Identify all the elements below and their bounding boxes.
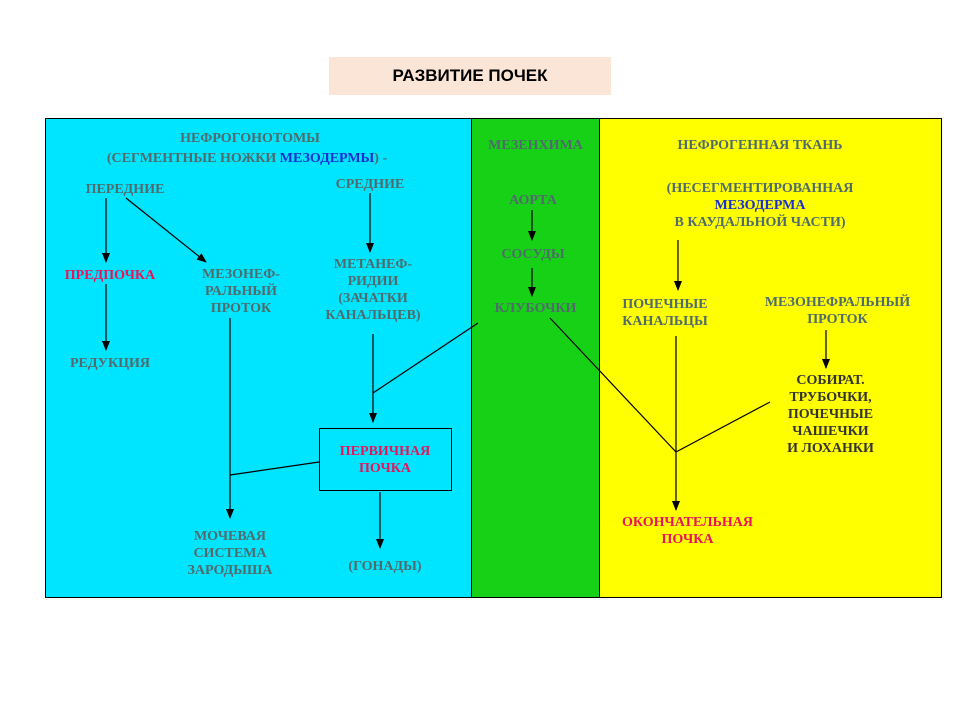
arrow-anterior-mesonephric (125, 197, 207, 263)
primary-kidney-label: ПЕРВИЧНАЯ ПОЧКА (325, 443, 445, 477)
anterior-label: ПЕРЕДНИЕ (85, 182, 165, 197)
primary-kidney-line1: ПЕРВИЧНАЯ (339, 444, 431, 459)
final-kidney-line2: ПОЧКА (661, 532, 714, 547)
final-kidney-label: ОКОНЧАТЕЛЬНАЯ ПОЧКА (600, 514, 775, 548)
urinary-line2: СИСТЕМА (193, 546, 267, 561)
meso-duct2-line1: МЕЗОНЕФРАЛЬНЫЙ (764, 295, 911, 310)
nephrotomes-line2-part3: ) - (374, 151, 388, 166)
renal-tubules-line2: КАНАЛЬЦЫ (622, 314, 708, 329)
nephrotomes-line2-part1: (СЕГМЕНТНЫЕ НОЖКИ (106, 151, 280, 166)
renal-tubules-label: ПОЧЕЧНЫЕ КАНАЛЬЦЫ (600, 296, 730, 330)
collecting-line2: ТРУБОЧКИ, (789, 390, 872, 405)
middle-label: СРЕДНИЕ (335, 177, 405, 192)
nephrotomes-label: НЕФРОГОНОТОМЫ (150, 130, 350, 147)
mesonephric-duct2-label: МЕЗОНЕФРАЛЬНЫЙ ПРОТОК (740, 294, 935, 328)
metanephridia-line3: (ЗАЧАТКИ (338, 291, 408, 306)
nephrogenic-line4: В КАУДАЛЬНОЙ ЧАСТИ) (674, 215, 846, 230)
urinary-line1: МОЧЕВАЯ (193, 529, 267, 544)
mesonephric-duct-line3: ПРОТОК (210, 301, 272, 316)
collecting-line1: СОБИРАТ. (796, 373, 865, 388)
line-glomeruli-to-junction (549, 317, 677, 453)
collecting-line3: ПОЧЕЧНЫЕ (787, 407, 874, 422)
collecting-line5: И ЛОХАНКИ (787, 441, 874, 456)
final-kidney-line1: ОКОНЧАТЕЛЬНАЯ (622, 515, 753, 530)
mesonephric-duct-line2: РАЛЬНЫЙ (204, 284, 278, 299)
renal-tubules-line1: ПОЧЕЧНЫЕ (622, 297, 708, 312)
metanephridia-label: МЕТАНЕФ- РИДИИ (ЗАЧАТКИ КАНАЛЬЦЕВ) (308, 256, 438, 324)
collecting-tubules-label: СОБИРАТ. ТРУБОЧКИ, ПОЧЕЧНЫЕ ЧАШЕЧКИ И ЛО… (768, 372, 893, 457)
nephrogenic-line2: (НЕСЕГМЕНТИРОВАННАЯ (666, 181, 854, 196)
mesenchyme-label: МЕЗЕНХИМА (488, 138, 583, 153)
panel-nephrotomes (45, 118, 472, 598)
panel-nephrogenic (599, 118, 942, 598)
aorta-label: АОРТА (509, 193, 557, 208)
metanephridia-line4: КАНАЛЬЦЕВ) (325, 308, 421, 323)
page-title: РАЗВИТИЕ ПОЧЕК (392, 66, 548, 85)
meso-duct2-line2: ПРОТОК (807, 312, 868, 327)
mesonephric-duct-line1: МЕЗОНЕФ- (202, 267, 280, 282)
urinary-system-label: МОЧЕВАЯ СИСТЕМА ЗАРОДЫША (170, 528, 290, 579)
nephrogenic-sub-label: (НЕСЕГМЕНТИРОВАННАЯ МЕЗОДЕРМА В КАУДАЛЬН… (620, 180, 900, 231)
glomeruli-label: КЛУБОЧКИ (494, 301, 577, 316)
nephrogenic-label: НЕФРОГЕННАЯ ТКАНЬ (677, 138, 843, 153)
nephrogenic-line3-mesoderm: МЕЗОДЕРМА (714, 198, 806, 213)
nephrotomes-sub-label: (СЕГМЕНТНЫЕ НОЖКИ МЕЗОДЕРМЫ) - (62, 150, 432, 167)
line-primary-to-urinary (229, 461, 320, 476)
line-glomeruli-to-primary (372, 322, 479, 394)
urinary-line3: ЗАРОДЫША (187, 563, 273, 578)
mesonephric-duct-label: МЕЗОНЕФ- РАЛЬНЫЙ ПРОТОК (186, 266, 296, 317)
vessels-label: СОСУДЫ (501, 247, 565, 262)
line-collecting-to-junction (675, 401, 771, 453)
collecting-line4: ЧАШЕЧКИ (792, 424, 869, 439)
title-box: РАЗВИТИЕ ПОЧЕК (329, 57, 611, 95)
nephrotomes-line2-mesoderm: МЕЗОДЕРМЫ (279, 151, 375, 166)
metanephridia-line2: РИДИИ (347, 274, 399, 289)
reduction-label: РЕДУКЦИЯ (69, 356, 150, 371)
pronephros-label: ПРЕДПОЧКА (64, 268, 156, 283)
nephrotomes-line1: НЕФРОГОНОТОМЫ (180, 131, 320, 146)
gonads-label: (ГОНАДЫ) (348, 559, 422, 574)
metanephridia-line1: МЕТАНЕФ- (333, 257, 413, 272)
primary-kidney-line2: ПОЧКА (359, 461, 411, 476)
primary-kidney-box (319, 428, 452, 491)
